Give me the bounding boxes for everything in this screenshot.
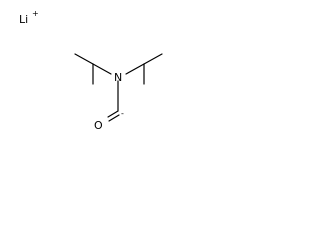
lithium-atom-label: Li (19, 13, 28, 26)
oxygen-atom-label: O (94, 119, 103, 132)
bond-skeleton (74, 53, 163, 122)
lithium-charge-label: + (32, 9, 39, 18)
bond-carbonyl-double-b (108, 114, 120, 122)
bond-left-methyl-upper (74, 53, 94, 65)
bond-carbonyl-double-a (107, 110, 119, 118)
bond-n-to-right-ch (125, 63, 145, 75)
carbanion-charge-label: - (121, 109, 124, 118)
bond-left-ch-to-n (92, 63, 112, 75)
molecule-structure: Li + N O - (19, 9, 163, 132)
lithium-cation: Li + (19, 9, 39, 26)
nitrogen-atom-label: N (114, 71, 122, 84)
bond-right-methyl-upper (143, 53, 163, 65)
